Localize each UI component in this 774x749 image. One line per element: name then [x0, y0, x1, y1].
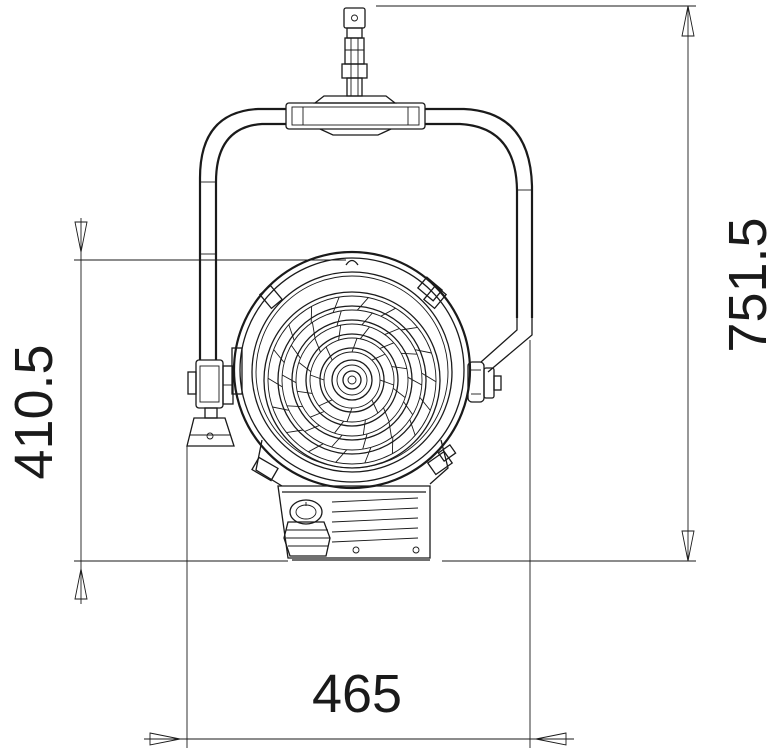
wire-guard-segment — [383, 407, 390, 422]
wire-guard-segment — [335, 449, 348, 463]
wire-guard-segment — [362, 433, 368, 450]
wire-guard-segment — [371, 399, 379, 414]
right-tilt-knob — [467, 361, 502, 403]
wire-guard-segment — [346, 407, 353, 422]
wire-guard-segment — [331, 434, 343, 448]
wire-guard-segment — [384, 328, 400, 336]
overall-height-label: 751.5 — [718, 217, 774, 352]
wire-guard-segment — [298, 362, 312, 373]
wire-guard — [267, 296, 437, 464]
wire-guard-segment — [290, 344, 301, 359]
wire-guard-segment — [310, 374, 325, 381]
dimension-width: 465 — [144, 340, 574, 748]
wire-guard-segment — [379, 379, 394, 386]
wire-guard-segment — [379, 342, 394, 349]
wire-guard-segment — [388, 421, 393, 438]
dimension-overall-height: 751.5 — [376, 5, 774, 562]
wire-guard-segment — [325, 346, 333, 361]
wire-guard-segment — [351, 338, 358, 353]
fixture-drawing — [186, 7, 534, 561]
wire-guard-segment — [380, 307, 396, 317]
wire-guard-segment — [308, 443, 324, 453]
wire-guard-segment — [403, 401, 414, 416]
wire-guard-segment — [409, 419, 416, 436]
wire-guard-segment — [415, 349, 432, 354]
body-height-label: 410.5 — [4, 344, 64, 479]
wire-guard-segment — [297, 390, 313, 394]
wire-guard-segment — [400, 326, 418, 331]
wire-guard-segment — [281, 374, 297, 384]
wire-guard-segment — [421, 372, 437, 383]
wire-guard-segment — [273, 349, 285, 363]
power-connector — [283, 499, 331, 557]
wire-guard-segment — [361, 312, 373, 326]
wire-guard-segment — [401, 352, 418, 355]
wire-guard-segment — [392, 387, 406, 398]
wire-guard-segment — [318, 399, 333, 407]
dimension-body-height: 410.5 — [4, 218, 346, 604]
wire-guard-segment — [334, 420, 345, 434]
wire-guard-segment — [338, 325, 342, 341]
wire-guard-segment — [272, 406, 289, 411]
wire-guard-segment — [391, 366, 407, 370]
wire-guard-segment — [314, 338, 321, 353]
wire-guard-segment — [356, 297, 369, 311]
wire-guard-segment — [364, 447, 372, 464]
width-label: 465 — [312, 664, 402, 724]
wire-guard-segment — [288, 324, 295, 341]
wire-guard-segment — [336, 310, 342, 327]
lamp-housing — [231, 250, 472, 490]
wire-guard-segment — [407, 376, 423, 386]
left-tilt-lock — [186, 359, 235, 447]
wire-guard-segment — [362, 419, 366, 435]
wire-guard-segment — [310, 411, 325, 418]
fresnel-lens — [263, 291, 441, 469]
wire-guard-segment — [267, 377, 283, 388]
wire-guard-segment — [419, 397, 431, 411]
mounting-spigot — [341, 7, 368, 97]
wire-guard-segment — [359, 326, 370, 340]
yoke-bar — [198, 107, 534, 373]
yoke-top-plate — [285, 95, 426, 136]
wire-guard-segment — [286, 405, 303, 408]
wire-guard-segment — [311, 322, 316, 339]
wire-guard-segment — [371, 353, 386, 361]
wire-guard-segment — [286, 429, 304, 434]
wire-guard-segment — [332, 296, 340, 313]
wire-guard-segment — [304, 424, 320, 432]
